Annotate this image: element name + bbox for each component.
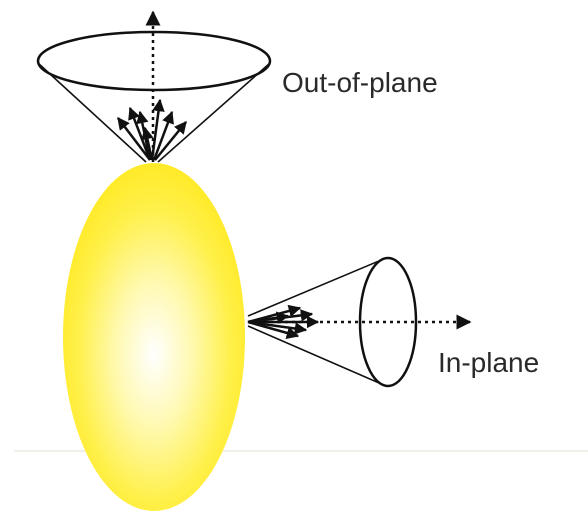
ellipsoid-particle <box>63 163 245 511</box>
in-plane-cone <box>247 256 418 388</box>
out-of-plane-label: Out-of-plane <box>282 67 438 98</box>
out-of-plane-spin-arrows <box>117 98 187 161</box>
in-plane-label: In-plane <box>438 347 539 378</box>
in-plane-spin-arrows <box>247 304 320 339</box>
